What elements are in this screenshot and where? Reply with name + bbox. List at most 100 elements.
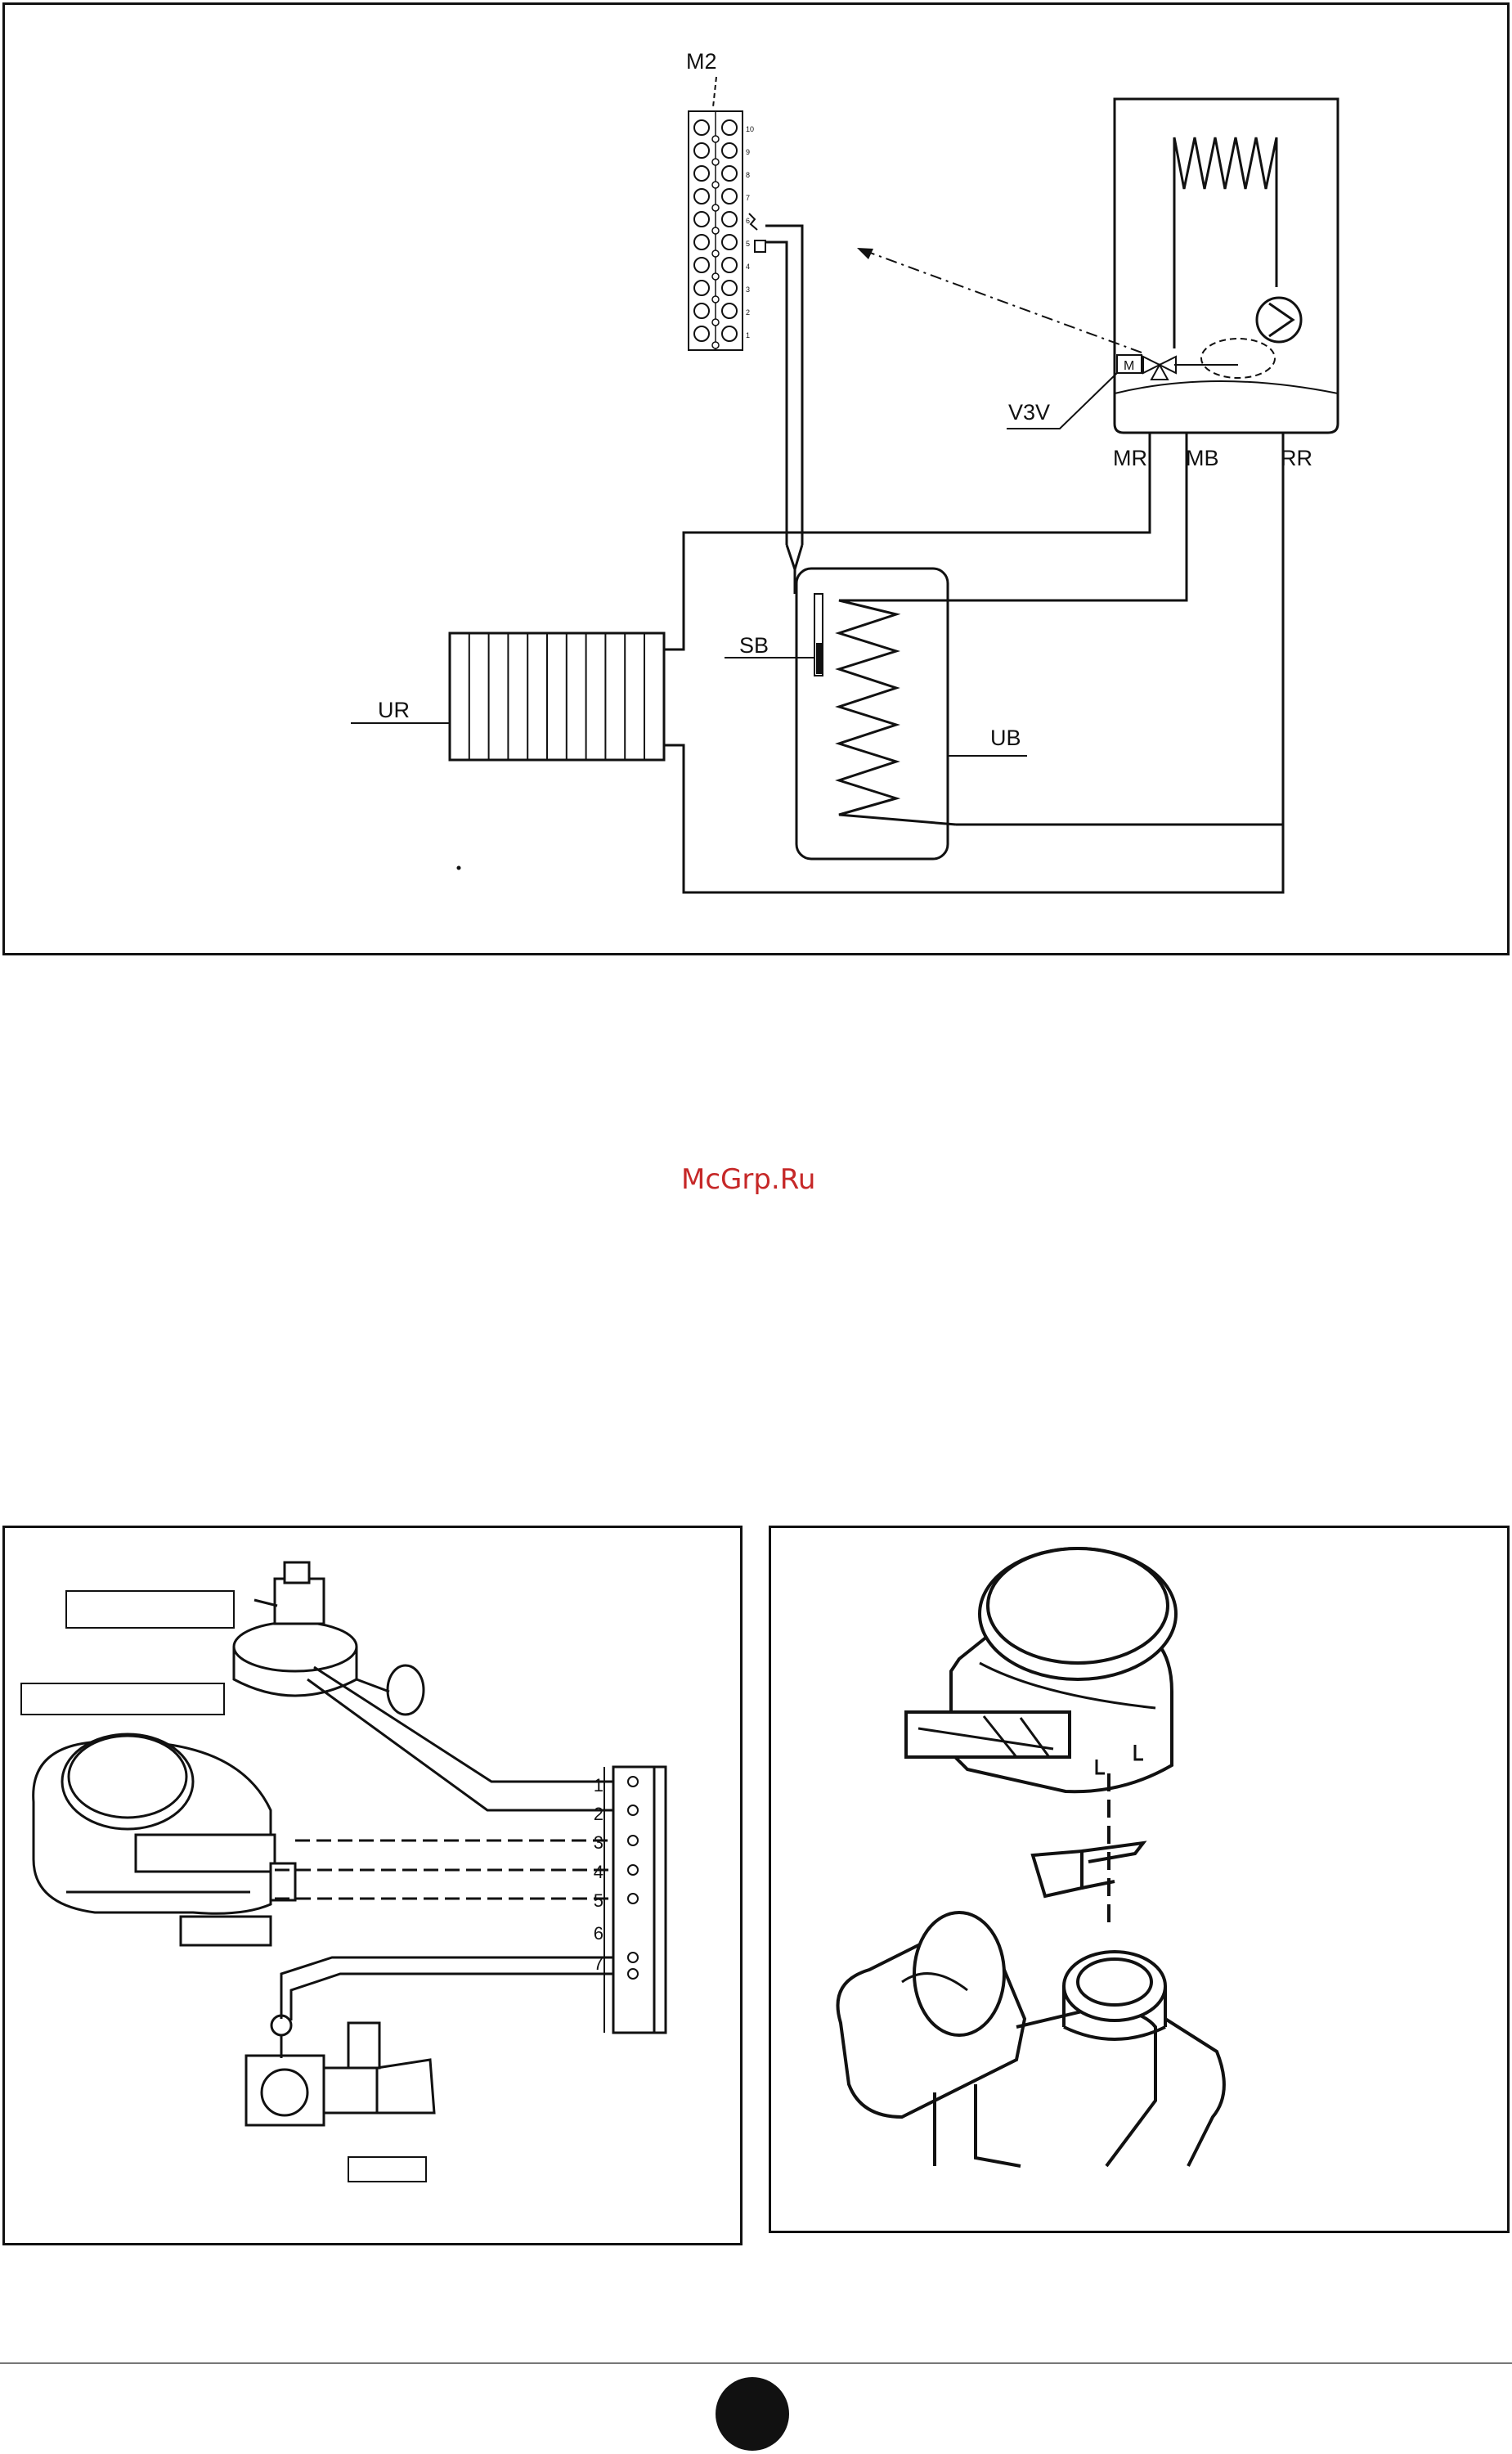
fan-unit [32, 1733, 297, 1947]
wire-2 [307, 1678, 613, 1812]
radiator-fins [468, 633, 645, 760]
terminal-pin [627, 1952, 639, 1963]
wire-number: 2 [594, 1804, 603, 1824]
wire-number: 4 [594, 1862, 603, 1882]
tank-coil [835, 599, 957, 826]
storage-tank [795, 567, 949, 861]
label-m2: M2 [686, 49, 717, 74]
terminal-screw [711, 181, 720, 189]
terminal-number: 2 [746, 308, 750, 317]
pipe-rr [664, 433, 1285, 894]
terminal-pins [627, 1776, 639, 1980]
dot-mark [456, 865, 461, 870]
wire-number: 5 [594, 1890, 603, 1911]
terminal-screw [711, 318, 720, 326]
wire-number: 7 [594, 1953, 603, 1974]
terminal-screw [721, 188, 738, 204]
v3v-leader [1007, 372, 1118, 429]
terminal-screw [711, 227, 720, 235]
terminal-number: 3 [746, 285, 750, 294]
terminal-screw [711, 204, 720, 212]
tank-sensor-well [814, 593, 823, 676]
wire-number: 3 [594, 1832, 603, 1853]
label-box-fan [20, 1683, 225, 1715]
label-ub: UB [990, 726, 1021, 750]
boiler-heat-exchanger [1173, 137, 1278, 201]
terminal-screw [721, 165, 738, 182]
label-sb: SB [739, 633, 769, 658]
wire-number: 1 [594, 1775, 603, 1796]
hydraulic-diagram-svg: M2 V3V M MR MB RR SB UB UR 10 9 8 7 6 5 … [351, 49, 1339, 894]
terminal-screw [693, 119, 710, 136]
terminal-screw [721, 211, 738, 227]
radiator [448, 631, 666, 762]
wire-6 [280, 1956, 613, 2019]
pipe-detail-ellipse [1200, 338, 1276, 379]
label-box-pressure-switch [65, 1590, 235, 1629]
boiler-cabinet [1113, 97, 1339, 434]
m2-leader-line [712, 76, 717, 108]
terminal-number: 10 [746, 125, 754, 133]
terminal-screw [721, 234, 738, 250]
terminal-pin [627, 1968, 639, 1980]
sensor-symbol [748, 213, 766, 253]
label-box-pump [348, 2156, 427, 2182]
terminal-screw [721, 326, 738, 342]
page-number-badge [716, 2377, 789, 2451]
terminal-screw [693, 165, 710, 182]
terminal-number: 8 [746, 171, 750, 179]
terminal-pin [627, 1805, 639, 1816]
terminal-screw [721, 303, 738, 319]
assembly-diagram-panel [769, 1526, 1510, 2233]
terminal-pin [627, 1893, 639, 1904]
terminal-screw [711, 158, 720, 166]
valve-body [836, 1911, 1226, 2168]
circulation-pump [245, 2014, 436, 2127]
wire-7 [289, 1972, 613, 2020]
label-mb: MB [1186, 446, 1219, 470]
label-motor: M [1124, 359, 1134, 373]
terminal-screw [693, 280, 710, 296]
wire-number: 6 [594, 1923, 603, 1944]
label-rr: RR [1281, 446, 1312, 470]
terminal-screw [693, 211, 710, 227]
terminal-number: 9 [746, 148, 750, 156]
terminal-screw [693, 303, 710, 319]
terminal-screw [711, 249, 720, 258]
label-mr: MR [1113, 446, 1147, 470]
pipe-mb [956, 433, 1188, 602]
terminal-screw [721, 280, 738, 296]
hydraulic-diagram-panel: M2 V3V M MR MB RR SB UB UR 10 9 8 7 6 5 … [2, 2, 1510, 955]
terminal-number: 6 [746, 217, 750, 225]
label-ur: UR [378, 698, 410, 722]
terminal-screws [693, 119, 738, 349]
footer-divider [0, 2362, 1512, 2364]
valve-actuator [904, 1547, 1178, 1794]
terminal-number: 5 [746, 240, 750, 248]
label-v3v: V3V [1008, 400, 1050, 425]
watermark-text: McGrp.Ru [681, 1163, 816, 1196]
terminal-screw [693, 257, 710, 273]
terminal-screw [721, 257, 738, 273]
terminal-screw [693, 326, 710, 342]
circulator-pump [1255, 296, 1303, 344]
terminal-screw [721, 119, 738, 136]
pipe-mr [664, 433, 1151, 651]
terminal-number: 4 [746, 263, 750, 271]
terminal-pin [627, 1835, 639, 1846]
terminal-number: 7 [746, 194, 750, 202]
terminal-screw [693, 142, 710, 159]
terminal-screw [711, 341, 720, 349]
terminal-screw [693, 234, 710, 250]
wire-1 [313, 1665, 613, 1783]
terminal-screw [693, 188, 710, 204]
terminal-screw [711, 272, 720, 281]
retaining-clip [1030, 1840, 1147, 1899]
valve-signal-arrow [857, 248, 1142, 353]
terminal-screw [721, 142, 738, 159]
assembly-diagram-svg [836, 1547, 1226, 2168]
terminal-pin [627, 1864, 639, 1876]
terminal-number: 1 [746, 331, 750, 339]
three-way-valve [1116, 354, 1177, 380]
wiring-diagram-svg: 1 2 3 4 5 6 7 [20, 1561, 667, 2182]
